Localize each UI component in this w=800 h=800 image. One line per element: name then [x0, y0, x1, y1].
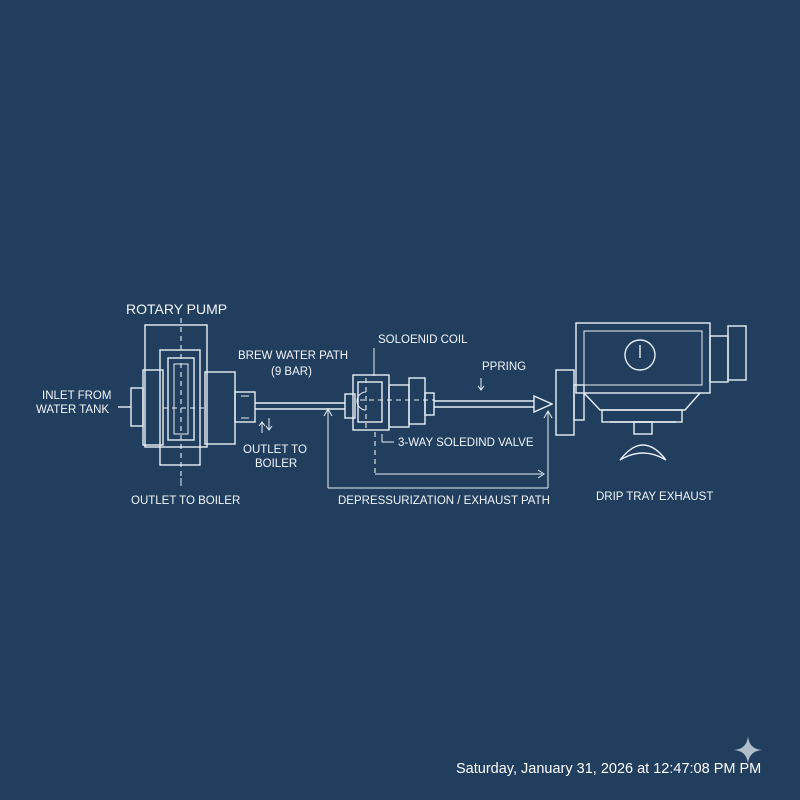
outlet-to-boiler-mid-label2: BOILER: [255, 458, 297, 470]
inlet-label-line2: WATER TANK: [36, 404, 109, 416]
output-line: [434, 378, 554, 414]
pprign-label: PPRING: [482, 361, 526, 373]
brew-line: [255, 402, 345, 410]
rotary-pump-icon: [118, 318, 256, 486]
outlet-arrows: [258, 418, 273, 433]
outlet-to-boiler-bottom-label: OUTLET TO BOILER: [131, 495, 240, 507]
brew-water-path-label: BREW WATER PATH: [238, 350, 348, 362]
rotary-pump-label: ROTARY PUMP: [126, 301, 227, 317]
depressurization-label: DEPRESSURIZATION / EXHAUST PATH: [338, 495, 550, 507]
solenoid-valve-icon: [344, 348, 435, 432]
drip-tray-label: DRIP TRAY EXHAUST: [596, 491, 713, 503]
exhaust-path: [323, 407, 553, 489]
brew-pressure-label: (9 BAR): [271, 366, 312, 378]
timestamp: Saturday, January 31, 2026 at 12:47:08 P…: [456, 761, 762, 777]
solenoid-coil-label: SOLOENID COIL: [378, 334, 468, 346]
inlet-label-line1: INLET FROM: [42, 390, 111, 402]
three-way-valve-label: 3-WAY SOLEDIND VALVE: [398, 437, 534, 449]
sparkle-icon: [734, 736, 762, 764]
group-head-icon: [555, 322, 747, 461]
outlet-to-boiler-mid-label1: OUTLET TO: [243, 444, 307, 456]
